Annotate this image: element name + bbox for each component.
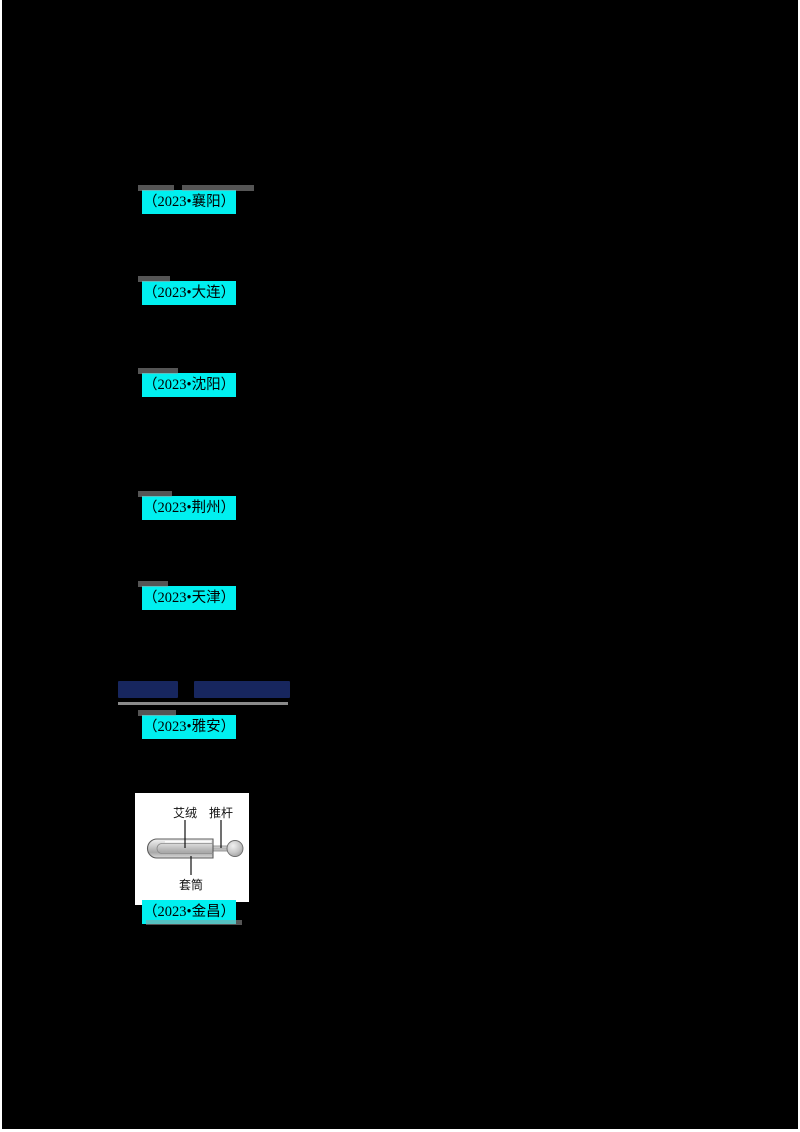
redacted-question-text: [236, 588, 793, 608]
redacted-question-text: [236, 902, 789, 922]
moxibustion-device-svg: 艾绒 推杆 套筒: [146, 806, 244, 892]
scan-artifact: [138, 710, 176, 716]
question-row: （2023•襄阳）: [142, 190, 789, 214]
push-rod-label: 推杆: [209, 806, 233, 820]
scan-artifact: [138, 185, 174, 191]
question-row: （2023•雅安）: [142, 715, 793, 739]
redacted-question-text: [236, 192, 789, 212]
question-row: （2023•荆州）: [142, 496, 785, 520]
section-heading: [118, 678, 290, 705]
scan-artifact: [182, 185, 254, 191]
question-row: （2023•大连）: [142, 281, 793, 305]
question-source-tag: （2023•襄阳）: [142, 190, 237, 214]
scan-artifact: [146, 920, 242, 925]
redacted-question-text: [236, 375, 797, 395]
question-source-tag: （2023•天津）: [142, 586, 237, 610]
scan-artifact: [138, 491, 172, 497]
sleeve-label: 套筒: [179, 877, 203, 892]
question-source-tag: （2023•大连）: [142, 281, 237, 305]
section-heading-number: [118, 680, 178, 698]
moxa-label: 艾绒: [173, 806, 197, 820]
moxibustion-device-figure: 艾绒 推杆 套筒: [135, 793, 249, 905]
scan-artifact: [138, 581, 168, 587]
page-bottom-edge: [0, 1129, 800, 1132]
sleeve-inner-wall: [156, 843, 213, 854]
redacted-question-text: [236, 283, 793, 303]
scan-artifact: [138, 276, 170, 282]
redacted-question-text: [236, 717, 793, 737]
question-source-tag: （2023•雅安）: [142, 715, 237, 739]
question-source-tag: （2023•沈阳）: [142, 373, 237, 397]
question-row: （2023•天津）: [142, 586, 793, 610]
section-heading-title: [194, 680, 290, 698]
push-rod-knob: [226, 840, 244, 857]
section-heading-underline: [118, 702, 288, 705]
sleeve-highlight: [165, 841, 211, 843]
question-row: （2023•沈阳）: [142, 373, 797, 397]
redacted-question-text: [236, 498, 785, 518]
scan-artifact: [138, 368, 178, 374]
question-source-tag: （2023•荆州）: [142, 496, 237, 520]
